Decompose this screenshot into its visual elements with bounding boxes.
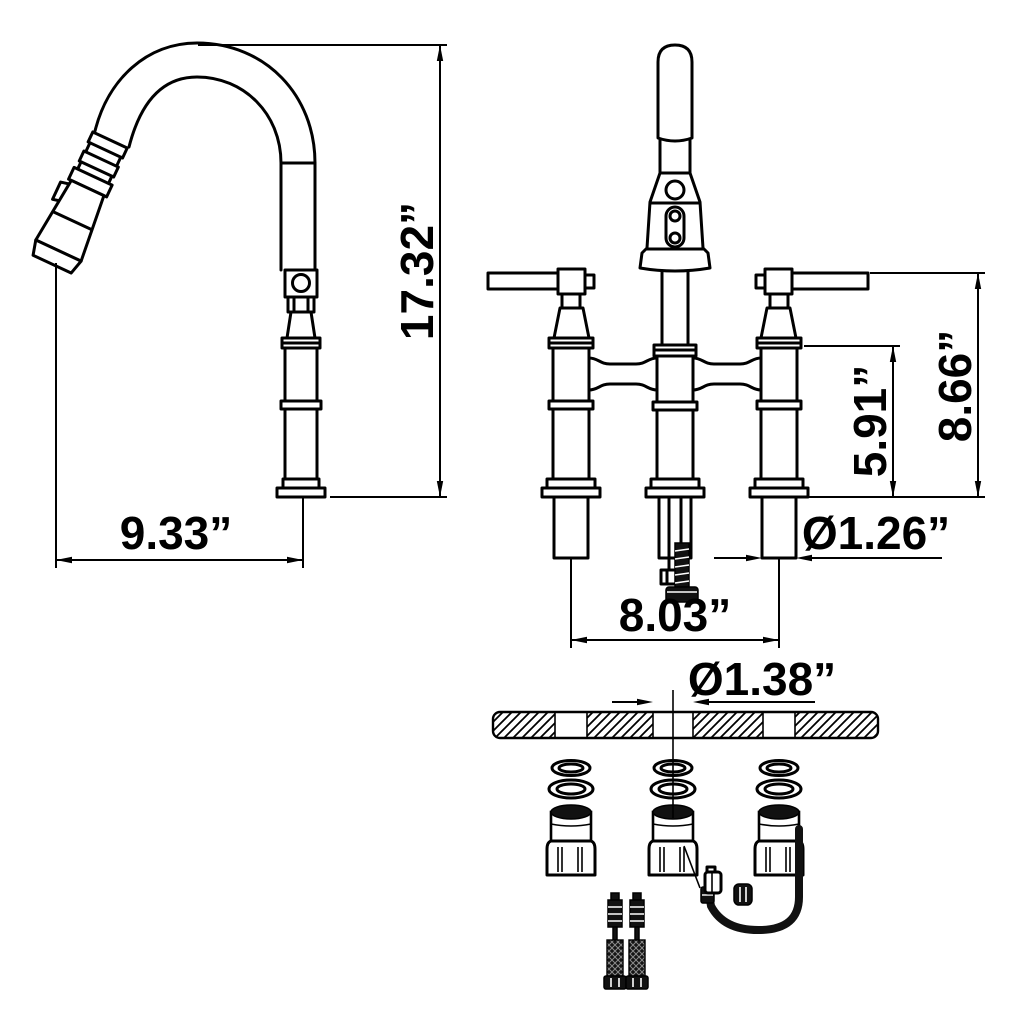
hook-hose: [700, 825, 803, 935]
faucet-body-column: [283, 346, 319, 481]
dim-bridge-height-label: 5.91”: [844, 365, 896, 478]
right-lever-handle: [788, 271, 870, 291]
faucet-base: [275, 486, 327, 499]
dim-overall-height-label: 17.32”: [391, 202, 443, 340]
spray-wand-upper: [656, 43, 694, 143]
spray-head: [31, 130, 129, 275]
spout-outer-curve: [93, 41, 317, 165]
bolt-head: [665, 586, 699, 603]
hose-clip: [703, 870, 723, 895]
left-lever-handle: [486, 271, 562, 291]
left-handle-bonnet: [552, 306, 591, 340]
supply-hose-right: [625, 892, 649, 990]
left-shank: [552, 495, 590, 560]
mounting-holes: [554, 712, 796, 738]
center-spout-column: [638, 43, 712, 603]
spout-tube: [279, 161, 317, 272]
bridge-bar-right: [691, 356, 763, 366]
hose-nut: [603, 975, 627, 990]
spray-button: [664, 179, 686, 201]
dim-handle-height-lines: [806, 272, 985, 498]
mounting-nut: [550, 804, 592, 820]
mounting-nut: [758, 804, 800, 820]
center-shank: [657, 495, 693, 560]
hardware-set-right: [753, 759, 805, 877]
dim-spacing-lines: [570, 558, 780, 648]
dim-height-lines: [198, 44, 447, 498]
dimension-annotations: 17.32” 9.33” 8.66” 5.91” Ø1.26” 8.03” Ø1…: [55, 44, 985, 706]
right-handle-column: [748, 267, 870, 560]
spray-head-nozzle: [31, 238, 83, 275]
nut-knurled-skirt: [647, 839, 699, 877]
dim-handle-height-label: 8.66”: [929, 330, 981, 443]
dim-bridge-height-lines: [804, 345, 900, 497]
dim-reach-lines: [55, 263, 304, 568]
front-view-faucet: [486, 43, 870, 603]
spout-inner-curve: [127, 75, 283, 165]
dim-hole-diameter-label: Ø1.38”: [688, 653, 836, 705]
leader-line: [683, 845, 701, 889]
hardware-set-left: [545, 759, 597, 877]
installation-view: [491, 690, 880, 990]
connector-ring: [291, 273, 311, 293]
hose-weight-nut: [733, 883, 753, 906]
dim-shank-diameter-label: Ø1.26”: [802, 507, 950, 559]
right-handle-bonnet: [759, 306, 798, 340]
spout-joint: [285, 310, 317, 340]
body-ring: [279, 399, 323, 411]
braided-hose: [628, 939, 646, 977]
side-view-faucet: [31, 41, 327, 499]
right-shank: [760, 495, 798, 560]
braided-hose: [606, 939, 624, 977]
dim-spout-reach-label: 9.33”: [120, 507, 233, 559]
supply-hose-left: [603, 892, 627, 990]
nut-knurled-skirt: [545, 839, 597, 877]
bridge-bar-left: [587, 356, 659, 366]
left-handle-column: [486, 267, 602, 560]
dim-hole-spacing-label: 8.03”: [619, 589, 732, 641]
hose-nut: [625, 975, 649, 990]
